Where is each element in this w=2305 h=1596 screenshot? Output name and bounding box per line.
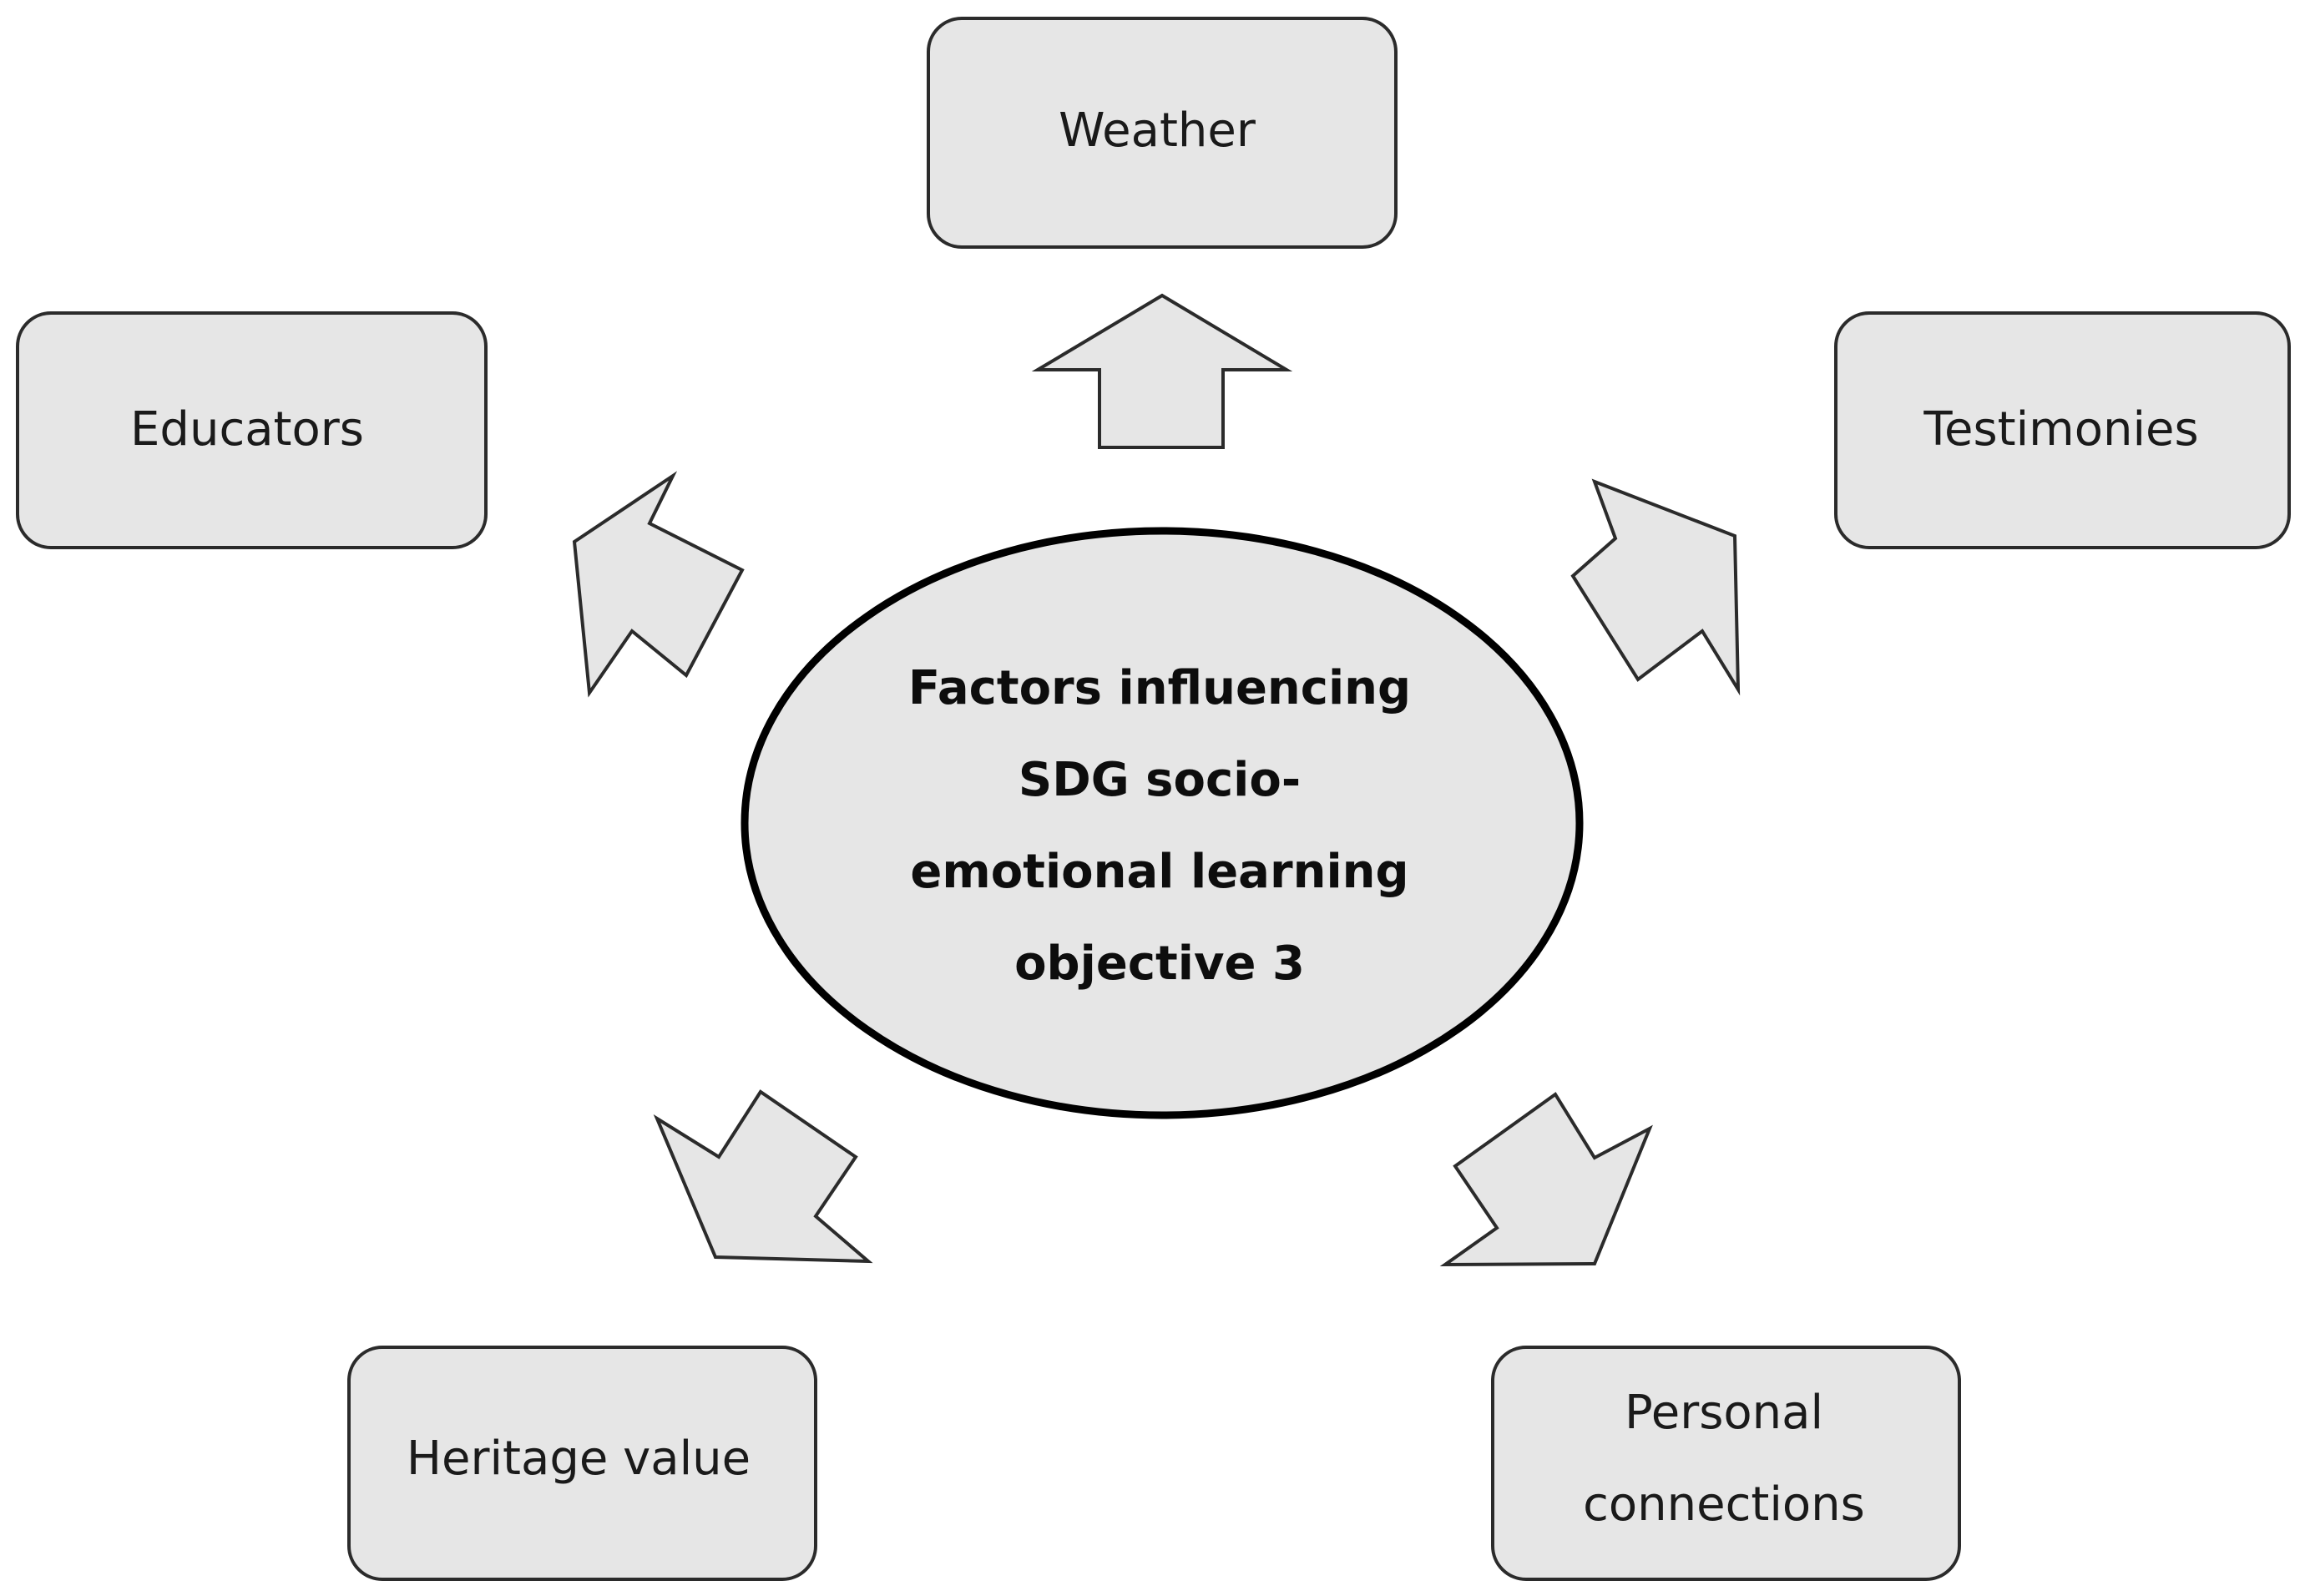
central-topic-label-line: SDG socio- (1019, 753, 1301, 807)
central-topic-label-line: objective 3 (1014, 937, 1305, 991)
educators-box (16, 311, 488, 549)
arrow-to-personal-connections (1439, 1092, 1653, 1267)
arrow-to-heritage-value (653, 1089, 873, 1264)
arrow-to-educators (572, 471, 745, 698)
heritage-value-box (347, 1346, 817, 1581)
weather-label: Weather (1059, 104, 1256, 158)
testimonies-box (1834, 311, 2291, 549)
educators-label-line: Educators (130, 402, 364, 457)
weather-label-line: Weather (1059, 104, 1256, 158)
heritage-value-label-line: Heritage value (407, 1432, 751, 1486)
central-topic-label-line: emotional learning (910, 845, 1408, 899)
arrow-to-weather (1031, 293, 1293, 449)
central-topic-ellipse (741, 527, 1584, 1119)
personal-connections-label: Personal connections (1583, 1386, 1865, 1532)
testimonies-label-line: Testimonies (1923, 402, 2198, 457)
testimonies-label: Testimonies (1923, 402, 2198, 457)
arrow-to-testimonies (1570, 478, 1741, 696)
heritage-value-label: Heritage value (407, 1432, 751, 1486)
weather-box (927, 17, 1398, 249)
personal-connections-label-line: connections (1583, 1477, 1865, 1532)
educators-label: Educators (130, 402, 364, 457)
personal-connections-label-line: Personal (1625, 1386, 1823, 1440)
personal-connections-box (1491, 1346, 1961, 1581)
central-topic-label-line: Factors influencing (908, 661, 1411, 715)
